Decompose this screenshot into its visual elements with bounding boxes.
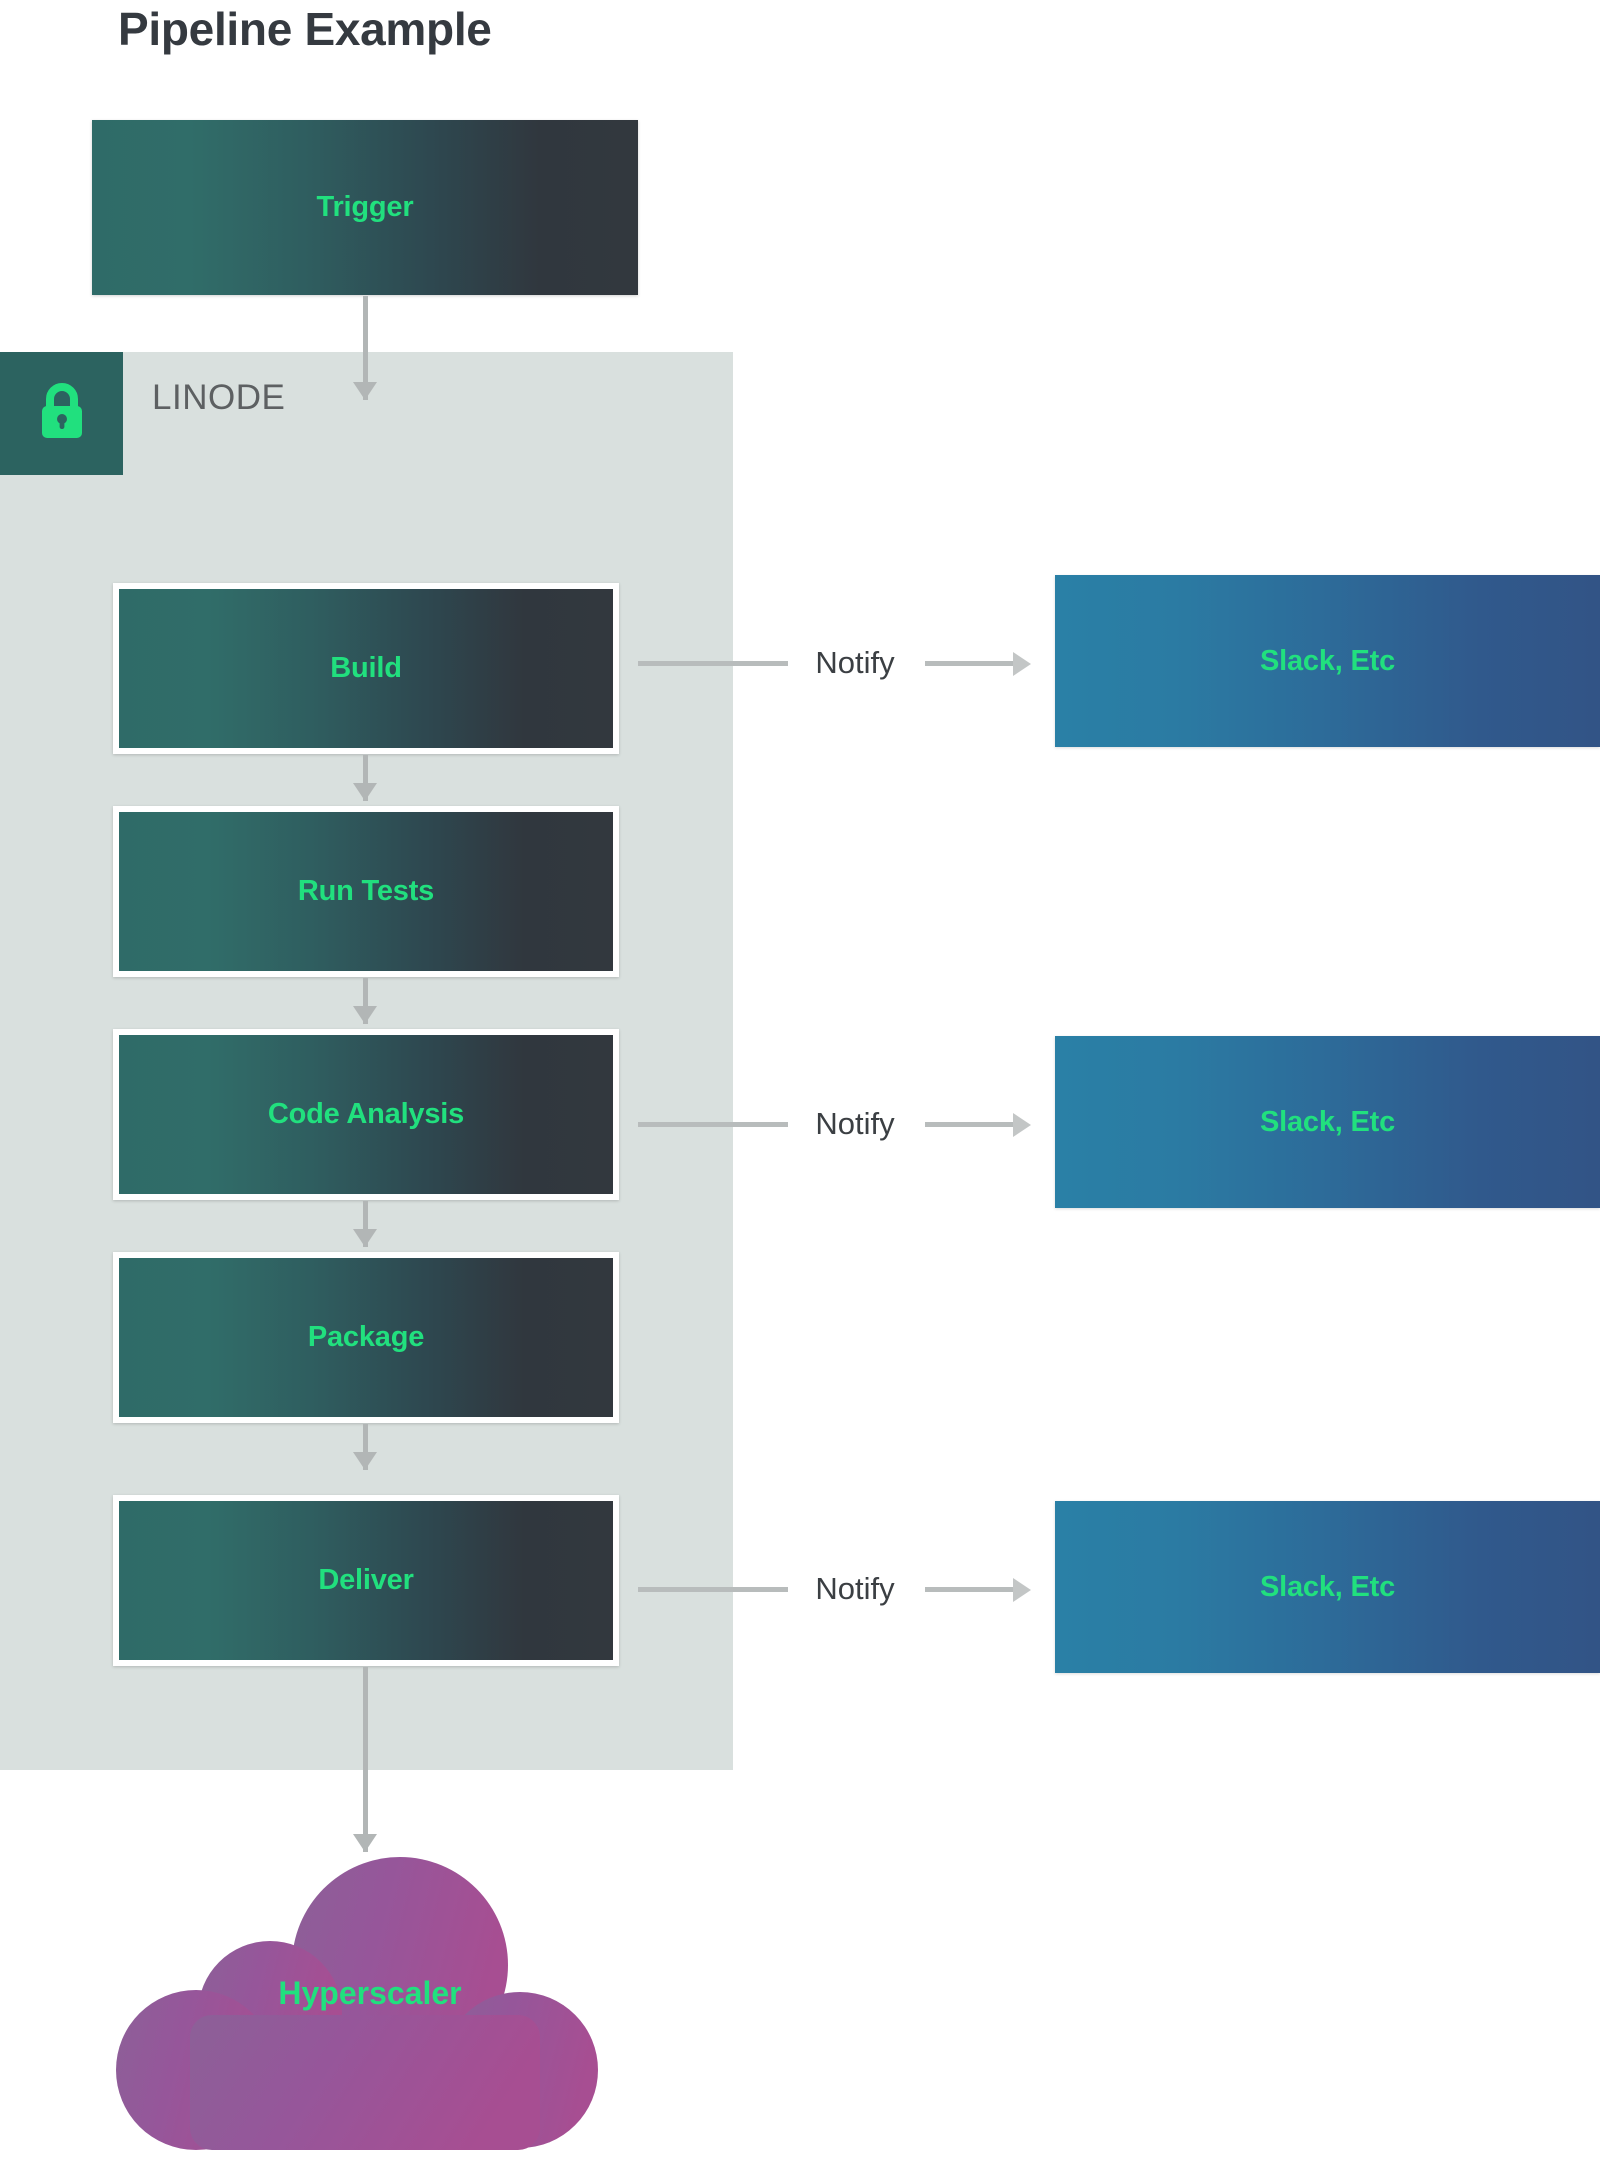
- connector-trigger-to-build-arrowhead: [353, 382, 377, 400]
- node-run-tests[interactable]: Run Tests: [113, 806, 619, 977]
- node-package[interactable]: Package: [113, 1252, 619, 1423]
- connector-deliver-to-hyperscaler-arrowhead: [353, 1834, 377, 1852]
- connector-deliver-to-hyperscaler: [363, 1667, 368, 1852]
- node-slack-2-label: Slack, Etc: [1259, 1105, 1396, 1138]
- connector-build-to-notify-line: [638, 661, 788, 666]
- connector-build-to-run-tests-arrowhead: [353, 783, 377, 801]
- node-deliver-label: Deliver: [318, 1564, 414, 1596]
- connector-trigger-to-build: [363, 296, 368, 400]
- node-slack-1-label: Slack, Etc: [1259, 644, 1396, 677]
- linode-zone-label: LINODE: [152, 378, 286, 417]
- connector-code-analysis-to-notify-line: [638, 1122, 788, 1127]
- lock-icon: [34, 380, 90, 447]
- node-code-analysis-label: Code Analysis: [267, 1098, 465, 1130]
- connector-build-to-run-tests: [363, 755, 368, 801]
- connector-run-tests-to-code-analysis: [363, 978, 368, 1024]
- connector-notify-to-slack-line-2: [925, 1122, 1015, 1127]
- connector-package-to-deliver-arrowhead: [353, 1452, 377, 1470]
- node-slack-3-label: Slack, Etc: [1259, 1570, 1396, 1603]
- node-build-label: Build: [330, 652, 402, 684]
- connector-notify-to-slack-arrowhead-3: [1013, 1578, 1031, 1602]
- node-deliver[interactable]: Deliver: [113, 1495, 619, 1666]
- node-run-tests-label: Run Tests: [297, 875, 435, 907]
- node-package-label: Package: [307, 1321, 425, 1353]
- node-hyperscaler-cloud[interactable]: [100, 1855, 640, 2155]
- notify-label-build: Notify: [815, 645, 895, 680]
- node-slack-1[interactable]: Slack, Etc: [1055, 575, 1600, 747]
- connector-notify-to-slack-arrowhead-1: [1013, 652, 1031, 676]
- connector-code-analysis-to-package: [363, 1201, 368, 1247]
- connector-notify-to-slack-arrowhead-2: [1013, 1113, 1031, 1137]
- node-slack-3[interactable]: Slack, Etc: [1055, 1501, 1600, 1673]
- notify-label-deliver: Notify: [815, 1571, 895, 1606]
- node-trigger[interactable]: Trigger: [92, 120, 638, 295]
- linode-zone-badge: [0, 352, 123, 475]
- node-trigger-label: Trigger: [316, 191, 414, 223]
- node-slack-2[interactable]: Slack, Etc: [1055, 1036, 1600, 1208]
- connector-package-to-deliver: [363, 1424, 368, 1470]
- connector-deliver-to-notify-line: [638, 1587, 788, 1592]
- node-code-analysis[interactable]: Code Analysis: [113, 1029, 619, 1200]
- connector-run-tests-to-code-analysis-arrowhead: [353, 1006, 377, 1024]
- notify-label-code-analysis: Notify: [815, 1106, 895, 1141]
- node-build[interactable]: Build: [113, 583, 619, 754]
- connector-code-analysis-to-package-arrowhead: [353, 1229, 377, 1247]
- connector-notify-to-slack-line-3: [925, 1587, 1015, 1592]
- connector-notify-to-slack-line-1: [925, 661, 1015, 666]
- page-title: Pipeline Example: [118, 3, 492, 55]
